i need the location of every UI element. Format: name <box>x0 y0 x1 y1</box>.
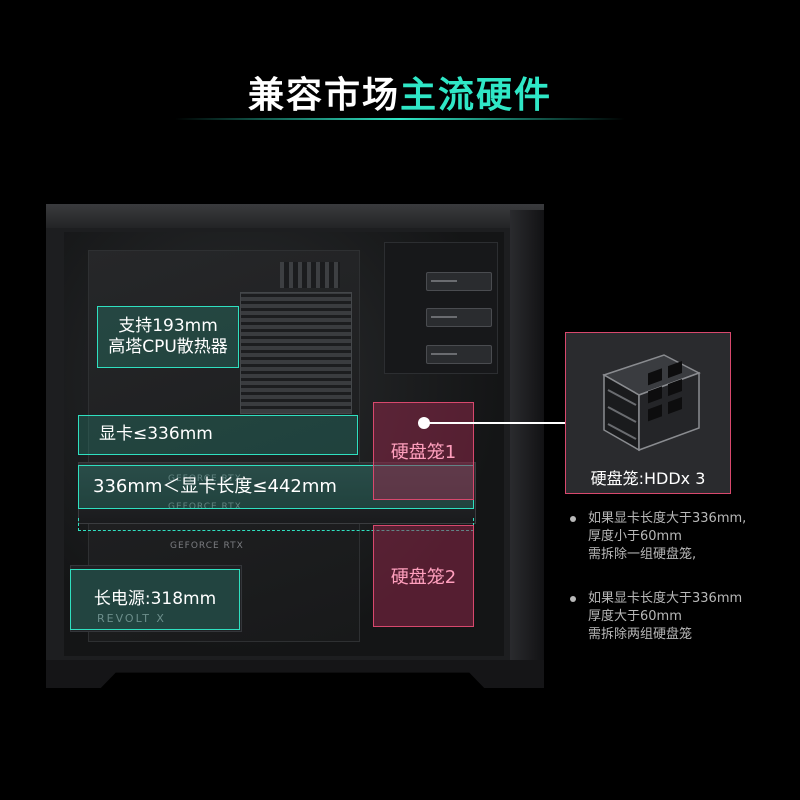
note-1-line-1: 如果显卡长度大于336mm, <box>588 511 747 526</box>
bullet-icon <box>570 516 576 522</box>
cpu-label-line-1: 支持193mm <box>118 315 218 336</box>
drive-sled-3 <box>426 345 492 364</box>
gpu-short-text: 显卡≤336mm <box>99 424 213 445</box>
power-supply <box>70 565 242 632</box>
note-item: 如果显卡长度大于336mm, 厚度小于60mm 需拆除一组硬盘笼, <box>566 510 796 564</box>
psu-clearance-label: 长电源:318mm <box>70 569 240 630</box>
gpu-brand-text-2: GEFORCE RTX <box>168 502 242 512</box>
gpu-short-clearance-label: 显卡≤336mm <box>78 415 358 455</box>
psu-text: 长电源:318mm <box>93 588 217 609</box>
gpu-long-clearance-label: 336mm＜显卡长度≤442mm <box>78 465 474 509</box>
hdd-cage-image <box>602 354 701 452</box>
psu-brand-text: REVOLT X <box>97 612 166 625</box>
note-2-line-3: 需拆除两组硬盘笼 <box>588 627 693 642</box>
callout-line <box>426 422 566 424</box>
gpu-brand-text-1: GEFORCE RTX <box>168 474 242 484</box>
hdd-cage-2-label: 硬盘笼2 <box>390 567 457 588</box>
case-front-panel <box>510 210 544 660</box>
drive-sled-1 <box>426 272 492 291</box>
hdd-cage-1-label: 硬盘笼1 <box>390 442 457 463</box>
ram-modules <box>280 262 340 288</box>
gpu-brand-text-3: GEFORCE RTX <box>170 541 244 551</box>
hdd-cage-2: 硬盘笼2 <box>373 525 474 627</box>
drive-sled-2 <box>426 308 492 327</box>
note-1-line-2: 厚度小于60mm <box>588 529 682 544</box>
page-title: 兼容市场主流硬件 <box>0 66 800 118</box>
title-part-1: 兼容市场 <box>247 75 400 116</box>
title-underline <box>175 118 625 120</box>
gpu-long-text: 336mm＜显卡长度≤442mm <box>93 475 337 497</box>
bullet-icon <box>570 596 576 602</box>
gpu-dashed-outline <box>78 518 474 531</box>
note-2-line-2: 厚度大于60mm <box>588 609 682 624</box>
callout-dot <box>418 417 430 429</box>
note-1-line-3: 需拆除一组硬盘笼, <box>588 547 697 562</box>
note-item: 如果显卡长度大于336mm 厚度大于60mm 需拆除两组硬盘笼 <box>566 590 796 644</box>
hdd-cage-inset: 硬盘笼:HDDx 3 <box>565 332 731 494</box>
cpu-cooler <box>240 292 352 414</box>
notes-list: 如果显卡长度大于336mm, 厚度小于60mm 需拆除一组硬盘笼, 如果显卡长度… <box>566 510 796 670</box>
cpu-label-line-2: 高塔CPU散热器 <box>108 337 228 357</box>
title-part-2: 主流硬件 <box>400 75 553 116</box>
hdd-cage-inset-label: 硬盘笼:HDDx 3 <box>590 469 706 488</box>
cpu-cooler-clearance-label: 支持193mm 高塔CPU散热器 <box>97 306 239 368</box>
case-feet <box>46 660 544 688</box>
case-top-panel <box>46 204 544 228</box>
note-2-line-1: 如果显卡长度大于336mm <box>588 591 743 606</box>
